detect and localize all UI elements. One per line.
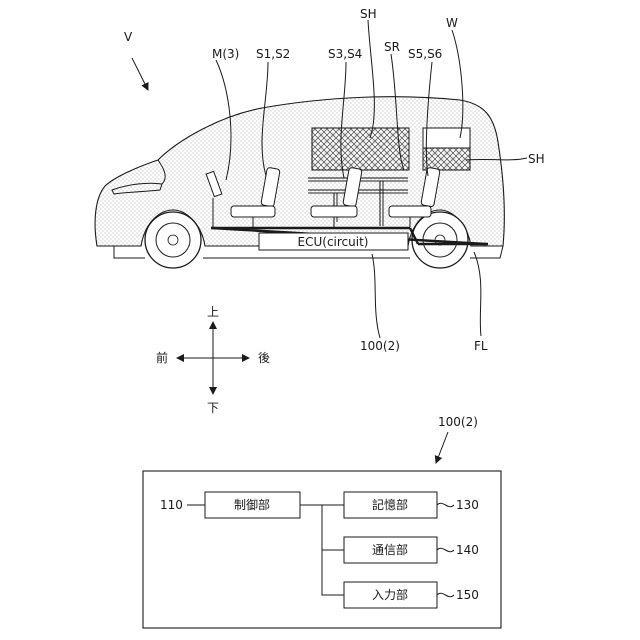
label-m3: M(3): [212, 47, 239, 61]
front-wheel: [145, 212, 201, 268]
shelf-sh-center: [312, 128, 409, 170]
storage-unit-label: 記憶部: [372, 497, 408, 512]
comm-unit-ref: 140: [456, 543, 479, 557]
direction-down-label: 下: [207, 401, 219, 415]
label-s3-s4: S3,S4: [328, 47, 362, 61]
input-unit-label: 入力部: [372, 587, 408, 602]
direction-front-label: 前: [156, 350, 168, 365]
ref-leader-140: [437, 548, 454, 551]
label-sh-top: SH: [360, 7, 377, 21]
block-ref-arrow: [436, 432, 448, 463]
label-sh-right: SH: [528, 152, 545, 166]
label-ref-100-upper: 100(2): [360, 339, 400, 353]
label-w: W: [446, 16, 458, 30]
direction-indicator: [177, 322, 249, 394]
block-ref-label: 100(2): [438, 415, 478, 429]
label-fl: FL: [474, 339, 488, 353]
weight-box-w: [423, 128, 470, 148]
shelf-sh-right: [423, 148, 470, 170]
block-connectors: [300, 505, 344, 595]
storage-unit-ref: 130: [456, 498, 479, 512]
comm-unit-label: 通信部: [372, 542, 408, 557]
input-unit-ref: 150: [456, 588, 479, 602]
label-sr: SR: [384, 40, 400, 54]
ref-leader-130: [437, 503, 454, 506]
label-s5-s6: S5,S6: [408, 47, 442, 61]
ref-leader-150: [437, 593, 454, 596]
control-unit-ref: 110: [160, 498, 183, 512]
direction-rear-label: 後: [258, 351, 270, 365]
label-ecu: ECU(circuit): [298, 235, 369, 249]
v-arrow: [132, 58, 148, 90]
control-unit-label: 制御部: [234, 497, 270, 512]
label-s1-s2: S1,S2: [256, 47, 290, 61]
direction-up-label: 上: [207, 305, 219, 319]
label-v: V: [124, 30, 133, 44]
block-diagram: [143, 471, 501, 628]
